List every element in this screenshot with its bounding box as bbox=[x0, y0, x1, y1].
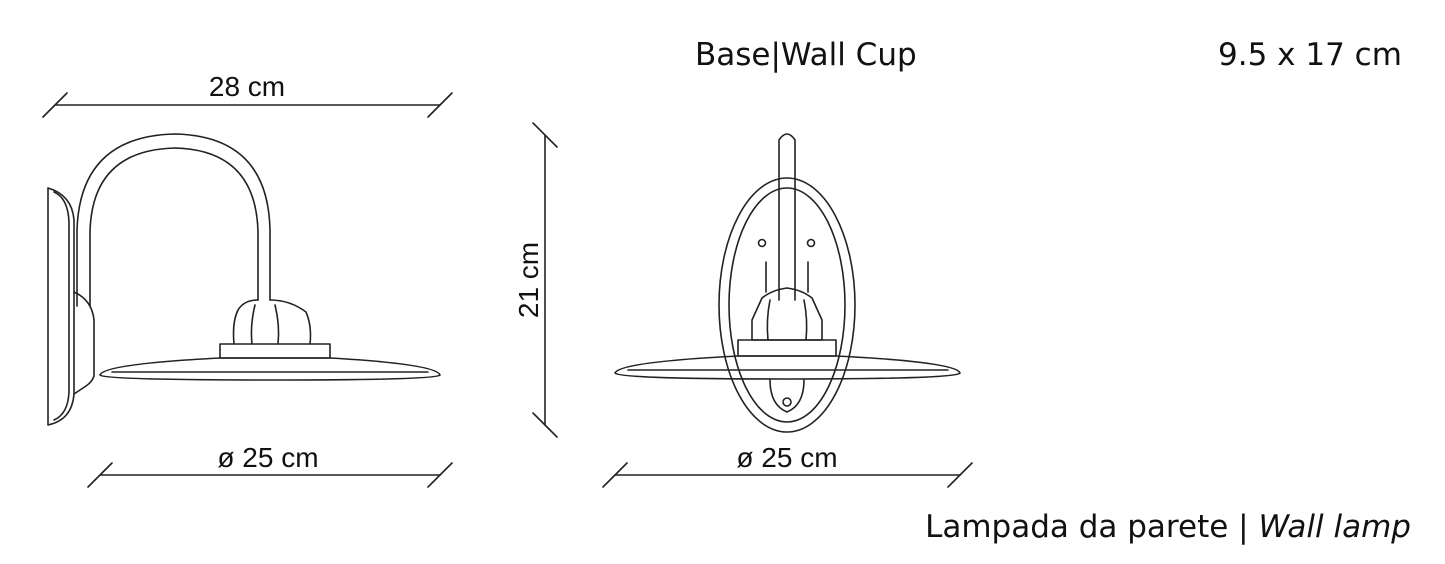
dimension-label-height: 21 cm bbox=[513, 242, 544, 318]
lamp-title: Lampada da parete | Wall lamp bbox=[925, 512, 1411, 543]
front-view-drawing bbox=[614, 133, 961, 433]
dimension-line-front-bottom bbox=[602, 462, 973, 488]
dimension-label-front-diameter: ø 25 cm bbox=[736, 442, 837, 473]
base-label: Base|Wall Cup bbox=[695, 37, 917, 73]
dimension-label-width: 28 cm bbox=[209, 71, 285, 102]
lamp-title-english: Wall lamp bbox=[1258, 509, 1411, 545]
dimension-label-side-diameter: ø 25 cm bbox=[217, 442, 318, 473]
side-view-drawing bbox=[47, 133, 441, 426]
base-size: 9.5 x 17 cm bbox=[1218, 37, 1402, 73]
dimension-line-height bbox=[532, 122, 558, 438]
lamp-title-italian: Lampada da parete bbox=[925, 509, 1229, 545]
lamp-title-separator: | bbox=[1238, 509, 1249, 545]
dimension-line-top bbox=[42, 92, 453, 118]
dimension-line-bottom bbox=[87, 462, 453, 488]
